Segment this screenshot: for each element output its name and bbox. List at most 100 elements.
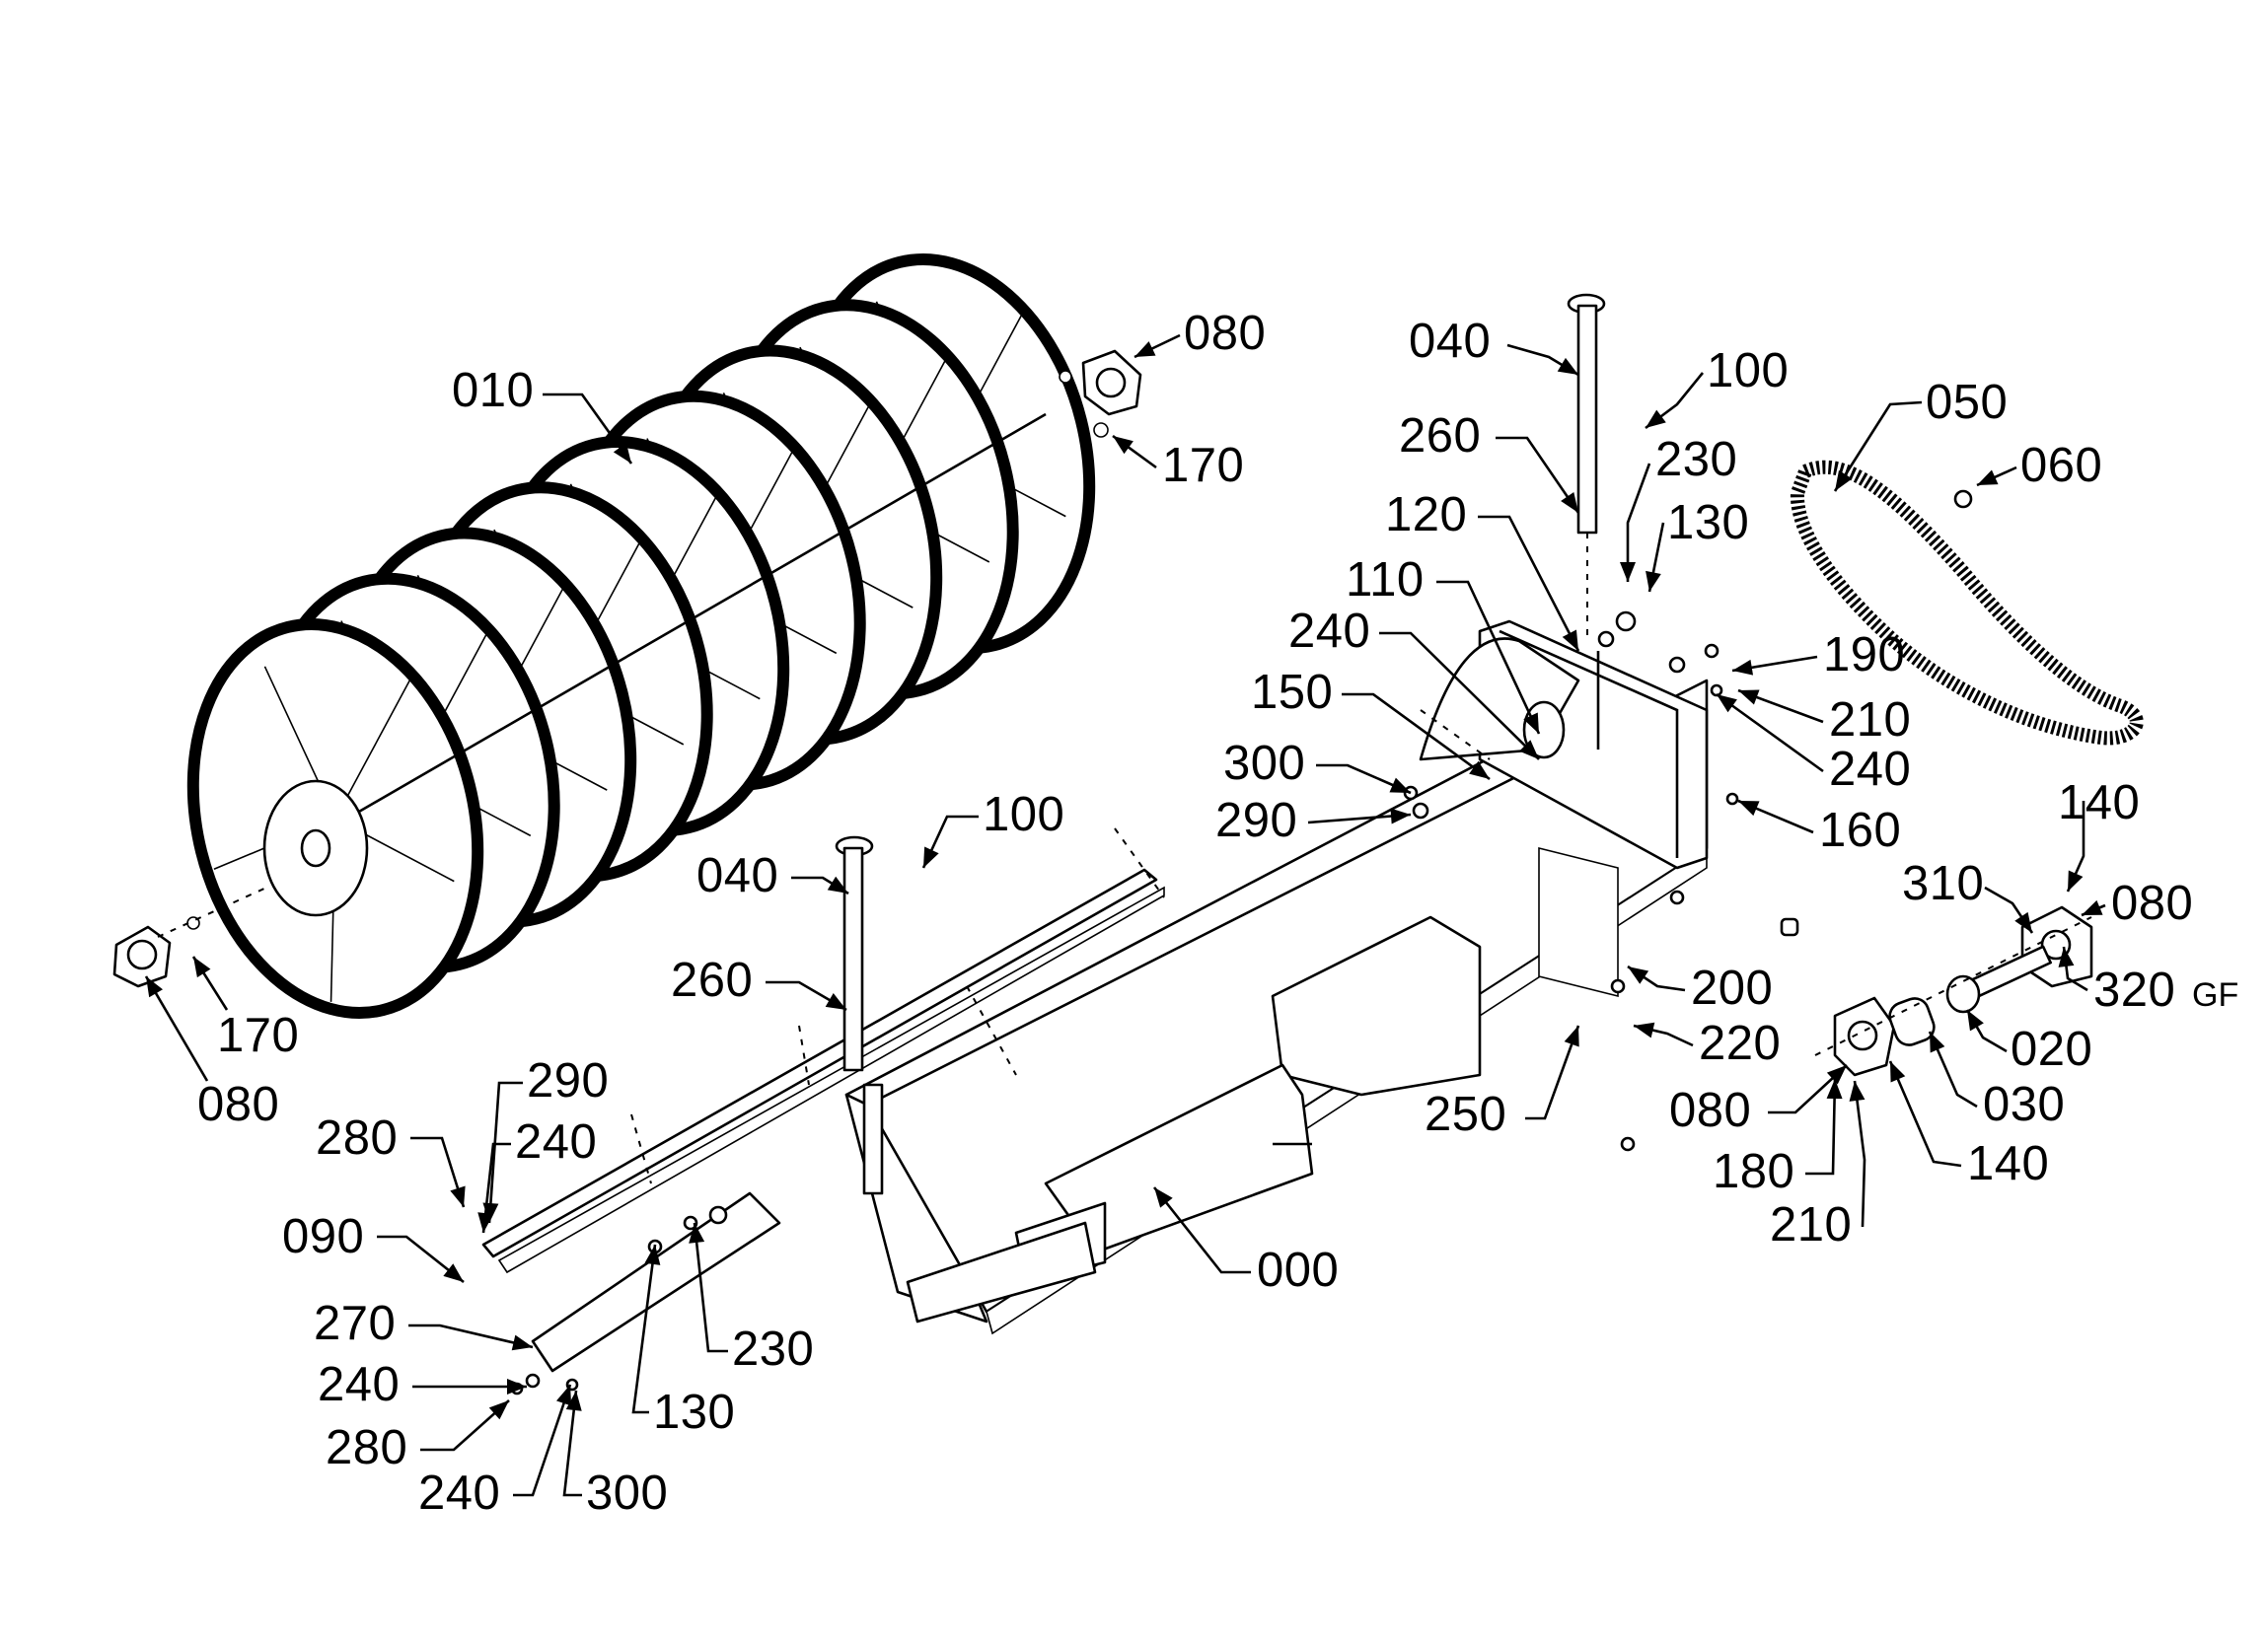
- arrowhead: [1390, 808, 1411, 824]
- arrowhead: [1732, 659, 1754, 676]
- callout-280-b: 280: [326, 1421, 407, 1474]
- leader-line: [1152, 1186, 1251, 1274]
- leader-line: [420, 1399, 510, 1452]
- arrowhead: [2082, 899, 2103, 915]
- leader-line: [1379, 631, 1540, 760]
- callout-140-a: 140: [2058, 776, 2140, 829]
- callout-200: 200: [1691, 962, 1773, 1015]
- arrowhead: [1890, 1061, 1906, 1083]
- arrowhead: [644, 1245, 661, 1265]
- callout-240-c: 240: [515, 1115, 597, 1169]
- arrowhead: [1634, 1022, 1655, 1038]
- callout-190: 190: [1823, 628, 1905, 681]
- leader-line: [377, 1235, 465, 1284]
- callout-080-right: 080: [2111, 877, 2193, 930]
- leader-line: [481, 1142, 511, 1234]
- callout-290-b: 290: [527, 1054, 609, 1108]
- arrowhead: [1564, 1026, 1579, 1047]
- leader-line: [1833, 400, 1923, 492]
- leader-line: [1478, 515, 1580, 652]
- callout-000: 000: [1257, 1244, 1339, 1297]
- callout-150: 150: [1251, 666, 1333, 719]
- arrowhead: [1134, 341, 1156, 357]
- pin-top: [1567, 293, 1606, 641]
- callout-090: 090: [282, 1210, 364, 1263]
- callout-leaders: [144, 333, 2106, 1497]
- arrowhead: [443, 1263, 464, 1282]
- callout-labels: 010 080 170 040 100 260 230 130 120 110 …: [197, 307, 2238, 1520]
- disc-spoke: [334, 674, 414, 820]
- leader-line: [543, 393, 633, 465]
- leader-line: [1888, 1060, 1962, 1168]
- arrowhead: [1930, 1032, 1945, 1053]
- roller-assembly: [186, 253, 1096, 1019]
- callout-120: 120: [1385, 488, 1467, 541]
- callout-100-mid: 100: [983, 788, 1064, 841]
- arrowhead: [1738, 689, 1760, 705]
- callout-020: 020: [2011, 1023, 2092, 1076]
- callout-240-d: 240: [318, 1358, 400, 1411]
- arrowhead: [146, 976, 164, 998]
- callout-250: 250: [1425, 1088, 1506, 1141]
- arrowhead: [450, 1185, 466, 1207]
- arrowhead: [1389, 777, 1411, 793]
- callout-170-top: 170: [1162, 439, 1244, 492]
- callout-210-a: 210: [1829, 693, 1911, 747]
- callout-060: 060: [2020, 439, 2102, 492]
- leader-line: [487, 1081, 523, 1224]
- leader-line: [144, 975, 209, 1082]
- callout-040-top: 040: [1409, 315, 1491, 368]
- arrowhead: [1849, 1081, 1866, 1102]
- chain: [1790, 460, 2144, 746]
- arrowhead: [193, 957, 211, 978]
- arrowhead: [2014, 911, 2032, 933]
- leader-line: [1525, 1025, 1580, 1120]
- pin-mid: [835, 835, 884, 1195]
- arrowhead: [565, 1391, 582, 1411]
- arrowhead: [1154, 1187, 1173, 1208]
- callout-240-e: 240: [418, 1467, 500, 1520]
- leader-line: [408, 1324, 534, 1349]
- leader-line: [410, 1136, 466, 1208]
- callout-100-top: 100: [1707, 344, 1789, 397]
- arrowhead: [1977, 469, 1999, 485]
- arrowhead: [1469, 760, 1490, 779]
- leader-line: [1768, 1064, 1848, 1114]
- callout-320: 320: [2093, 964, 2175, 1017]
- callout-160: 160: [1819, 804, 1901, 857]
- callout-260-mid: 260: [671, 954, 753, 1007]
- arrowhead: [555, 1385, 572, 1406]
- leader-line: [921, 815, 979, 869]
- leader-line: [1316, 763, 1412, 795]
- arrowhead: [1557, 357, 1578, 375]
- callout-240-b: 240: [1829, 743, 1911, 796]
- arrowhead: [2068, 870, 2084, 892]
- callout-280-a: 280: [316, 1111, 398, 1165]
- arrowhead: [1967, 1010, 1984, 1032]
- arrowhead: [1620, 562, 1636, 582]
- arrowhead: [477, 1212, 494, 1233]
- callout-230-b: 230: [732, 1323, 814, 1376]
- callout-110: 110: [1346, 553, 1425, 607]
- arrowhead: [689, 1223, 705, 1244]
- arrowhead: [1826, 1065, 1847, 1085]
- arrowhead: [1646, 570, 1661, 592]
- callout-210-b: 210: [1770, 1198, 1852, 1252]
- bearing-left: [112, 887, 267, 988]
- callout-010: 010: [452, 364, 534, 417]
- arrowhead: [507, 1379, 527, 1395]
- callout-260-top: 260: [1399, 409, 1481, 463]
- callout-180: 180: [1713, 1145, 1794, 1198]
- bearing-top: [1059, 349, 1142, 438]
- callout-080-left: 080: [197, 1078, 279, 1131]
- callout-310: 310: [1902, 857, 1984, 910]
- callout-220: 220: [1699, 1017, 1781, 1070]
- leader-line: [1928, 1031, 1978, 1109]
- callout-300-a: 300: [1223, 737, 1305, 790]
- leader-line: [1853, 1080, 1866, 1228]
- arrowhead: [1738, 801, 1760, 817]
- leader-line: [1716, 692, 1824, 773]
- main-frame: [481, 619, 1709, 1373]
- arrowhead: [1519, 740, 1539, 759]
